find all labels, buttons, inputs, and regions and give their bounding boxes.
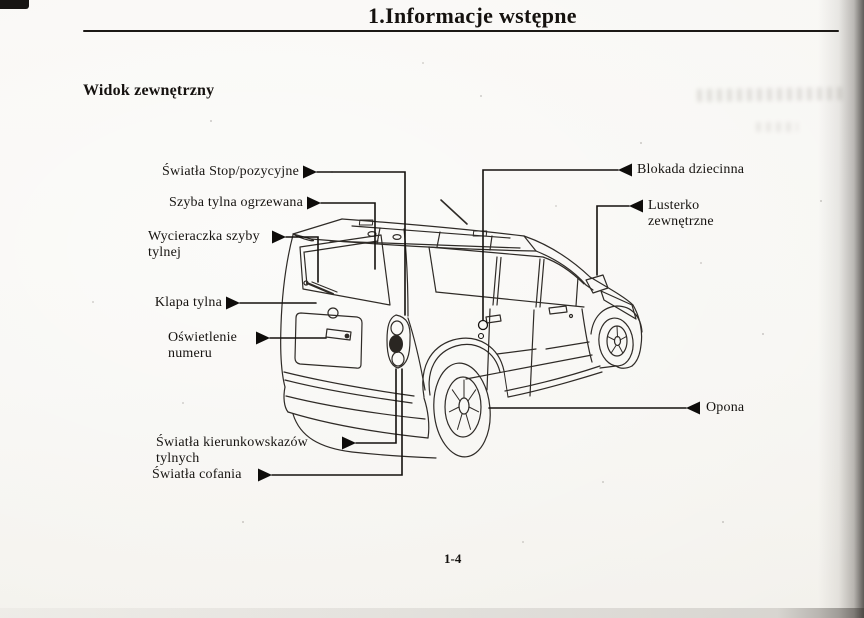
callout-line-reversing-lights (271, 368, 403, 476)
callout-line-rear-turn-signals (355, 368, 397, 444)
page-edge-shadow (818, 0, 864, 618)
callout-arrows (226, 163, 700, 482)
bleed-through-text (756, 122, 798, 132)
tailgate-arrow-icon (226, 296, 240, 310)
child-lock-point (477, 319, 489, 331)
label-reversing-lights: Światła cofania (152, 467, 242, 482)
callout-line-rear-wiper (285, 236, 319, 283)
heated-rear-window-arrow-icon (307, 196, 321, 210)
label-exterior-mirror: Lusterko zewnętrzne (648, 198, 714, 229)
plate-light-arrow-icon (256, 331, 270, 345)
exterior-mirror-arrow-icon (629, 199, 643, 213)
label-plate-light: Oświetlenie numeru (168, 330, 238, 361)
stop-lights-arrow-icon (303, 165, 317, 179)
callout-lines (239, 169, 687, 476)
label-stop-lights: Światła Stop/pozycyjne (162, 164, 299, 179)
page-bottom-shade (0, 608, 864, 618)
callout-line-heated-rear-window (320, 202, 376, 270)
child-lock-arrow-icon (618, 163, 632, 177)
label-child-lock: Blokada dziecinna (637, 162, 745, 177)
rear-wiper-arrow-icon (272, 230, 286, 244)
header-rule (83, 30, 839, 32)
section-title: Widok zewnętrzny (83, 82, 215, 99)
label-rear-turn-signals: Światła kierunkowskazów tylnych (156, 435, 308, 466)
callout-line-stop-lights (316, 171, 406, 316)
scan-corner-mark (0, 0, 29, 9)
callout-line-exterior-mirror (596, 205, 630, 276)
reversing-lights-arrow-icon (258, 468, 272, 482)
callout-line-child-lock (482, 169, 619, 321)
label-heated-rear-window: Szyba tylna ogrzewana (168, 195, 303, 210)
tire-arrow-icon (686, 401, 700, 415)
chapter-title: 1.Informacje wstępne (368, 3, 577, 28)
rear-turn-signals-arrow-icon (342, 436, 356, 450)
car-body (280, 199, 643, 459)
page-number: 1-4 (444, 551, 462, 566)
label-tailgate: Klapa tylna (154, 295, 222, 310)
label-tire: Opona (706, 400, 745, 415)
label-rear-wiper: Wycieraczka szyby tylnej (148, 229, 260, 260)
child-lock-point-small (477, 332, 485, 340)
